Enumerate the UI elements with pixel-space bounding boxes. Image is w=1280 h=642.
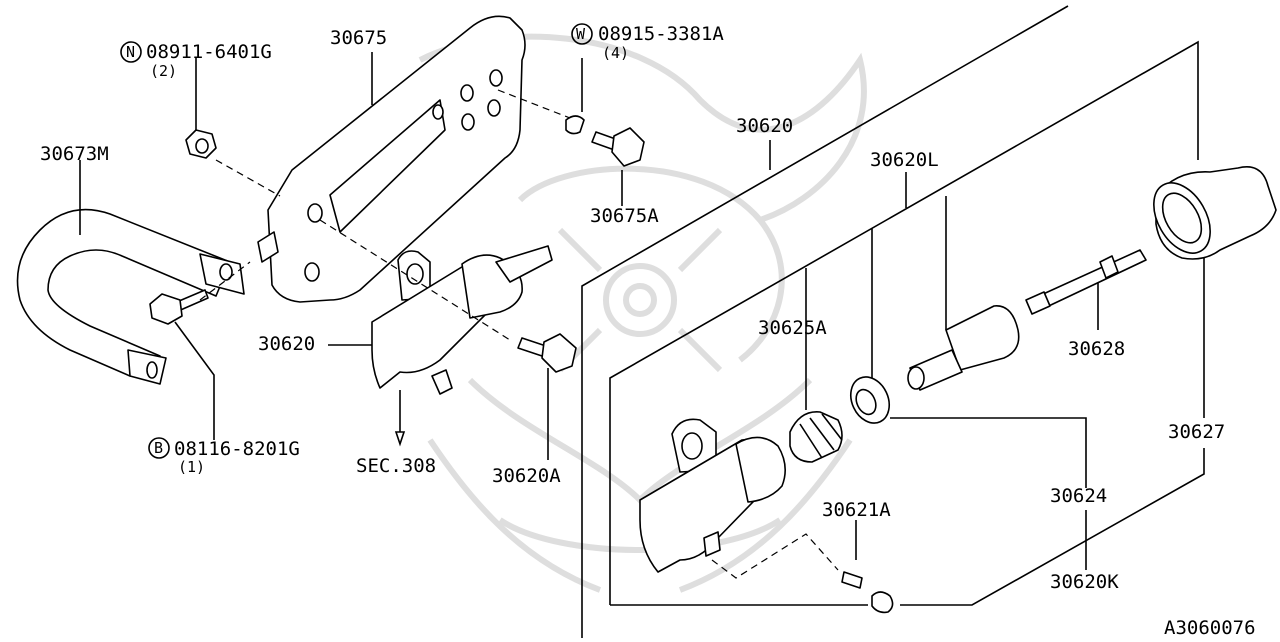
label-pipe: 30673M — [40, 143, 109, 165]
label-nut-qty: (2) — [150, 62, 177, 80]
boot-30627 — [1153, 166, 1277, 260]
circle-n-icon — [120, 41, 142, 63]
label-bolt-b-no: 08116-8201G — [174, 438, 300, 460]
label-repair-kit: 30620K — [1050, 571, 1119, 593]
push-rod-30628 — [1025, 249, 1147, 315]
detail-panel-frame — [581, 5, 1205, 638]
bleeder-30621a — [711, 533, 894, 614]
piston-30620l — [907, 305, 1020, 391]
label-piston-cup: 30624 — [1050, 485, 1107, 507]
pipe-30673m — [16, 208, 245, 385]
label-washer-qty: (4) — [602, 44, 629, 62]
label-diagram-id: A3060076 — [1164, 617, 1256, 638]
operating-cylinder-main — [371, 245, 553, 395]
label-bleeder: 30621A — [822, 499, 891, 521]
circle-b-icon — [148, 437, 170, 459]
label-bolt-b-prefix: B — [154, 439, 163, 457]
label-boot: 30627 — [1168, 421, 1225, 443]
part-labels: 30675 N 08911-6401G (2) W 08915-3381A (4… — [40, 23, 1256, 639]
label-sec-ref: SEC.308 — [356, 455, 436, 477]
label-washer-prefix: W — [576, 25, 586, 43]
nut-icon — [185, 129, 217, 159]
circle-w-icon — [571, 23, 593, 45]
label-cylinder-main: 30620 — [258, 333, 315, 355]
bolt-30620a — [517, 333, 577, 373]
operating-cylinder-detail — [639, 418, 786, 573]
label-nut-no: 08911-6401G — [146, 41, 272, 63]
label-bracket: 30675 — [330, 27, 387, 49]
bolt-icon — [149, 289, 209, 325]
label-push-rod: 30628 — [1068, 338, 1125, 360]
bolt-30675a — [565, 115, 645, 167]
leader-lines-left — [79, 52, 623, 460]
label-cylinder-assy: 30620 — [736, 115, 793, 137]
cup-30624 — [849, 376, 891, 424]
label-nut-prefix: N — [126, 43, 135, 61]
label-bolt-upper: 30675A — [590, 205, 659, 227]
label-washer-no: 08915-3381A — [598, 23, 724, 45]
label-kit: 30620L — [870, 149, 939, 171]
label-bolt-cyl: 30620A — [492, 465, 561, 487]
label-bolt-b-qty: (1) — [178, 458, 205, 476]
bracket-30675 — [257, 15, 526, 303]
dust-cover-30625a — [789, 411, 843, 463]
label-dust-cover: 30625A — [758, 317, 827, 339]
